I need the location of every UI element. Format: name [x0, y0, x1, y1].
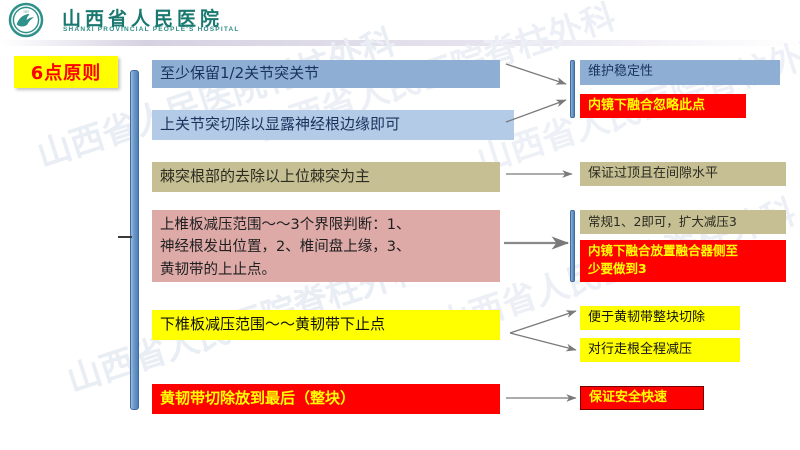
vertical-spine-connector — [130, 70, 139, 410]
outcome-text-1-2: 内镜下融合忽略此点 — [588, 97, 706, 113]
header-background — [0, 0, 268, 38]
principle-box-6[interactable]: 黄韧带切除放到最后（整块） — [152, 384, 500, 414]
arrow-principle1-to-outcome2 — [505, 99, 567, 123]
principle-box-5[interactable]: 下椎板减压范围～～黄韧带下止点 — [152, 310, 500, 340]
outcome-box-5-1[interactable]: 便于黄韧带整块切除 — [580, 306, 740, 330]
principle-count-title: 6点原则 — [14, 56, 118, 88]
principle-text-4: 上椎板减压范围～～3个界限判断：1、 神经根发出位置，2、椎间盘上缘，3、 黄韧… — [160, 217, 411, 278]
outcome-text-5-1: 便于黄韧带整块切除 — [588, 309, 706, 325]
outcome-text-4-1: 常规1、2即可，扩大减压3 — [588, 214, 737, 229]
outcome-box-4-2[interactable]: 内镜下融合放置融合器侧至 少要做到3 — [580, 240, 786, 282]
hospital-dove-emblem-icon: 1953 — [8, 2, 44, 38]
outcome-group-bracket-4 — [570, 210, 575, 282]
hospital-name-en: SHANXI PROVINCIAL PEOPLE'S HOSPITAL — [63, 26, 240, 33]
outcome-box-3-1[interactable]: 保证过顶且在间隙水平 — [580, 162, 786, 186]
principle-box-3[interactable]: 棘突根部的去除以上位棘突为主 — [152, 162, 500, 192]
principle-text-3: 棘突根部的去除以上位棘突为主 — [160, 167, 371, 186]
principle-count-label: 6点原则 — [30, 63, 102, 84]
svg-text:1953: 1953 — [23, 10, 29, 13]
outcome-box-6-1[interactable]: 保证安全快速 — [580, 386, 704, 410]
outcome-text-1-1: 维护稳定性 — [588, 64, 654, 80]
principle-box-1[interactable]: 至少保留1/2关节突关节 — [152, 60, 500, 88]
outcome-group-bracket-1 — [570, 60, 575, 118]
principle-text-1: 至少保留1/2关节突关节 — [160, 64, 320, 83]
outcome-text-3-1: 保证过顶且在间隙水平 — [588, 165, 719, 181]
spine-tick-mark — [118, 236, 132, 238]
outcome-box-4-1[interactable]: 常规1、2即可，扩大减压3 — [580, 210, 786, 234]
outcome-box-5-2[interactable]: 对行走根全程减压 — [580, 338, 740, 362]
outcome-text-4-2: 内镜下融合放置融合器侧至 少要做到3 — [588, 243, 739, 276]
slide-header: 1953 山西省人民医院 SHANXI PROVINCIAL PEOPLE'S … — [0, 0, 800, 40]
arrow-principle5-to-outcome1 — [509, 310, 577, 334]
principle-box-2[interactable]: 上关节突切除以显露神经根边缘即可 — [152, 110, 514, 140]
arrow-principle1-to-outcome1 — [505, 63, 567, 85]
principle-text-5: 下椎板减压范围～～黄韧带下止点 — [160, 315, 386, 334]
arrow-principle5-to-outcome2 — [509, 332, 577, 352]
outcome-text-6-1: 保证安全快速 — [589, 389, 668, 405]
outcome-text-5-2: 对行走根全程减压 — [588, 341, 693, 357]
principle-box-4[interactable]: 上椎板减压范围～～3个界限判断：1、 神经根发出位置，2、椎间盘上缘，3、 黄韧… — [152, 210, 500, 282]
header-divider — [0, 40, 800, 46]
principle-text-2: 上关节突切除以显露神经根边缘即可 — [160, 115, 401, 134]
outcome-box-1-1[interactable]: 维护稳定性 — [580, 60, 780, 85]
principle-text-6: 黄韧带切除放到最后（整块） — [160, 389, 356, 408]
hospital-name-cn: 山西省人民医院 — [62, 8, 224, 30]
outcome-box-1-2[interactable]: 内镜下融合忽略此点 — [580, 94, 746, 118]
